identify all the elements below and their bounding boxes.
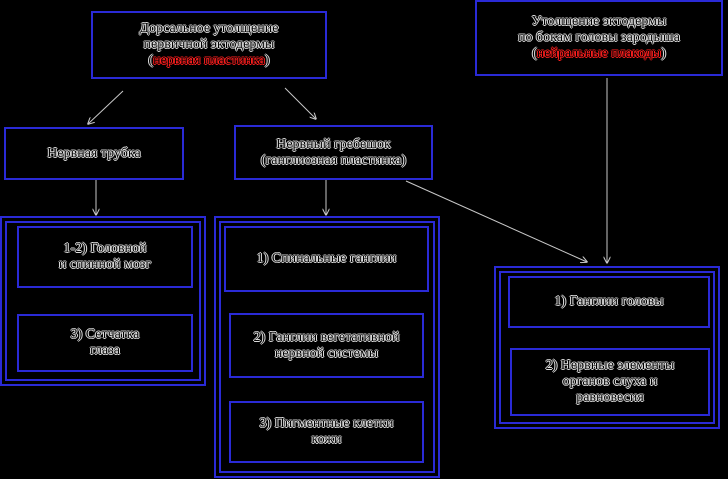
neural-crest-derivatives-group: [214, 216, 440, 478]
placode-derivatives-inner: [499, 271, 715, 424]
neural-plate-line3: (нервная пластинка): [140, 53, 279, 69]
neural-plate-box: Дорсальное утолщение первичной эктодермы…: [91, 11, 327, 79]
neural-plate-highlight: нервная пластинка: [153, 53, 265, 68]
hearing-balance-box: 2) Нервные элементы органов слуха и равн…: [510, 348, 710, 416]
close-paren: ): [264, 53, 270, 68]
retina-box: 3) Сетчатка глаза: [17, 314, 193, 372]
brain-spinal-cord-box: 1-2) Головной и спинной мозг: [17, 226, 193, 288]
hearing-balance-label: 2) Нервные элементы органов слуха и равн…: [545, 358, 675, 405]
neural-crest-line1: Нервный гребешок: [276, 136, 391, 152]
spinal-ganglia-box: 1) Спинальные ганглии: [224, 226, 429, 292]
open-paren: (: [148, 53, 154, 68]
pigment-cells-label: 3) Пигментные клетки кожи: [259, 416, 394, 447]
placodes-box: Утолщение эктодермы по бокам головы заро…: [475, 0, 723, 76]
arrow-crest-to-placodes: [405, 180, 587, 262]
placodes-line3: (нейральные плакоды): [518, 46, 680, 62]
placode-derivatives-group: [494, 266, 720, 429]
placodes-line2: по бокам головы зародыша: [518, 30, 680, 45]
brain-spinal-cord-label: 1-2) Головной и спинной мозг: [58, 241, 152, 272]
placodes-highlight: нейральные плакоды: [536, 46, 662, 61]
autonomic-ganglia-label: 2) Ганглии вегетативной нервной системы: [253, 329, 400, 361]
pigment-cells-box: 3) Пигментные клетки кожи: [229, 401, 424, 463]
close-paren: ): [661, 46, 666, 61]
neural-tube-derivatives-group: [0, 216, 206, 386]
neural-crest-box: Нервный гребешок (ганглиозная пластинка): [234, 125, 433, 180]
placodes-line1: Утолщение эктодермы: [531, 14, 667, 29]
neural-crest-line2: (ганглиозная пластинка): [260, 152, 407, 168]
head-ganglia-label: 1) Ганглии головы: [554, 294, 664, 309]
neural-tube-box: Нервная трубка: [4, 127, 184, 180]
neural-plate-line2: первичной эктодермы: [143, 37, 275, 52]
neural-crest-derivatives-inner: [219, 221, 435, 473]
head-ganglia-box: 1) Ганглии головы: [508, 276, 710, 328]
neural-plate-line1: Дорсальное утолщение: [139, 21, 279, 36]
autonomic-ganglia-box: 2) Ганглии вегетативной нервной системы: [229, 313, 424, 378]
retina-label: 3) Сетчатка глаза: [70, 327, 140, 358]
neural-tube-derivatives-inner: [5, 221, 201, 381]
spinal-ganglia-label: 1) Спинальные ганглии: [256, 251, 397, 266]
arrow-plate-to-crest: [284, 87, 316, 119]
open-paren: (: [532, 46, 537, 61]
neural-tube-label: Нервная трубка: [47, 145, 141, 161]
arrow-plate-to-tube: [88, 90, 124, 124]
